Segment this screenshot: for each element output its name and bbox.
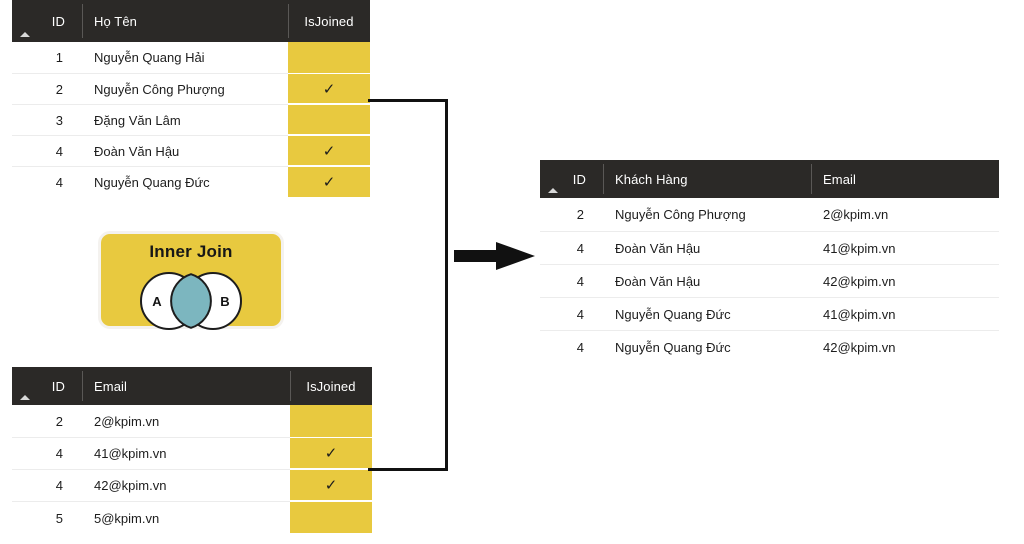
people-cell-name: Đặng Văn Lâm [94,112,181,128]
inner-join-badge: Inner Join A B [98,231,284,330]
inner-join-title: Inner Join [149,242,233,261]
email-cell-id: 4 [55,446,63,461]
sort-ascending-icon[interactable] [20,32,30,37]
people-cell-name: Nguyễn Quang Đức [94,175,210,190]
email-cell-isjoined: ✓ [290,437,372,468]
venn-diagram-icon: A B [140,272,242,330]
table-row[interactable]: 4 Nguyễn Quang Đức 41@kpim.vn [540,297,999,330]
result-cell-id: 4 [576,240,584,256]
people-table: ID Họ Tên IsJoined 1 Nguyễn Quang Hải 2 … [12,0,370,198]
email-col-email[interactable]: Email [82,367,290,405]
table-row[interactable]: 5 5@kpim.vn [12,501,372,534]
result-table-header: ID Khách Hàng Email [540,160,999,198]
result-cell-email: 42@kpim.vn [823,339,896,355]
table-row[interactable]: 1 Nguyễn Quang Hải [12,42,370,73]
people-cell-id: 1 [55,50,63,65]
bracket-bottom-line [368,468,448,471]
people-cell-isjoined [288,104,370,134]
email-cell-email: 42@kpim.vn [94,478,167,493]
table-row[interactable]: 4 Đoàn Văn Hậu ✓ [12,135,370,166]
people-cell-name: Nguyễn Công Phượng [94,81,225,97]
people-table-header: ID Họ Tên IsJoined [12,0,370,42]
table-row[interactable]: 4 Nguyễn Quang Đức 42@kpim.vn [540,330,999,363]
table-row[interactable]: 4 Đoàn Văn Hậu 41@kpim.vn [540,231,999,264]
email-col-id[interactable]: ID [51,378,65,394]
result-cell-id: 4 [576,306,584,322]
result-cell-customer: Đoàn Văn Hậu [615,240,701,256]
table-row[interactable]: 4 Nguyễn Quang Đức ✓ [12,166,370,198]
result-cell-email: 2@kpim.vn [823,207,889,222]
result-cell-customer: Nguyễn Quang Đức [615,339,731,355]
people-col-id[interactable]: ID [51,13,65,29]
result-col-id[interactable]: ID [572,171,586,187]
result-cell-id: 4 [576,273,584,289]
bracket-top-line [368,99,448,102]
sort-ascending-icon[interactable] [20,395,30,400]
result-cell-email: 41@kpim.vn [823,306,896,322]
result-col-email[interactable]: Email [811,160,999,198]
people-cell-id: 3 [55,112,63,128]
people-col-isjoined[interactable]: IsJoined [288,0,370,42]
people-cell-name: Đoàn Văn Hậu [94,143,180,159]
email-cell-id: 5 [55,510,63,526]
email-table-header: ID Email IsJoined [12,367,372,405]
email-cell-email: 41@kpim.vn [94,446,167,461]
people-col-name[interactable]: Họ Tên [82,0,288,42]
people-cell-id: 4 [55,175,63,190]
flow-arrow-icon [454,242,535,270]
email-cell-isjoined [290,501,372,533]
result-cell-email: 42@kpim.vn [823,273,896,289]
table-row[interactable]: 2 Nguyễn Công Phượng ✓ [12,73,370,104]
result-col-customer[interactable]: Khách Hàng [603,160,811,198]
email-cell-isjoined: ✓ [290,469,372,500]
people-cell-id: 4 [55,143,63,159]
result-cell-id: 4 [576,339,584,355]
email-table: ID Email IsJoined 2 2@kpim.vn 4 41@kpim.… [12,367,372,534]
people-cell-isjoined: ✓ [288,135,370,165]
result-cell-customer: Đoàn Văn Hậu [615,273,701,289]
result-cell-email: 41@kpim.vn [823,240,896,256]
table-row[interactable]: 2 Nguyễn Công Phượng 2@kpim.vn [540,198,999,231]
people-cell-isjoined: ✓ [288,73,370,103]
email-cell-isjoined [290,405,372,437]
result-cell-customer: Nguyễn Công Phượng [615,207,746,222]
result-cell-customer: Nguyễn Quang Đức [615,306,731,322]
table-row[interactable]: 3 Đặng Văn Lâm [12,104,370,135]
result-table: ID Khách Hàng Email 2 Nguyễn Công Phượng… [540,160,999,363]
table-row[interactable]: 2 2@kpim.vn [12,405,372,437]
venn-label-b: B [220,294,229,309]
venn-label-a: A [152,294,162,309]
email-cell-id: 4 [55,478,63,493]
people-cell-isjoined: ✓ [288,166,370,197]
table-row[interactable]: 4 Đoàn Văn Hậu 42@kpim.vn [540,264,999,297]
table-row[interactable]: 4 41@kpim.vn ✓ [12,437,372,469]
result-cell-id: 2 [576,207,584,222]
bracket-vertical-line [445,99,448,471]
email-cell-id: 2 [55,413,63,429]
people-cell-id: 2 [55,81,63,97]
sort-ascending-icon[interactable] [548,188,558,193]
people-cell-isjoined [288,42,370,73]
email-cell-email: 2@kpim.vn [94,413,160,429]
email-col-isjoined[interactable]: IsJoined [290,367,372,405]
people-cell-name: Nguyễn Quang Hải [94,50,205,65]
email-cell-email: 5@kpim.vn [94,510,160,526]
table-row[interactable]: 4 42@kpim.vn ✓ [12,469,372,501]
join-connector-bracket [368,99,450,471]
